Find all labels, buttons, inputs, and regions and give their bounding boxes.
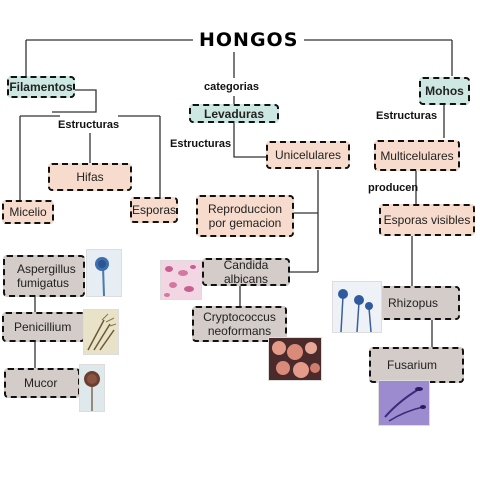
candida-node: Candida albicans bbox=[202, 258, 290, 286]
estructuras-filamentos-label: Estructuras bbox=[58, 119, 120, 131]
penicillium-node: Penicillium bbox=[2, 312, 85, 342]
cryptococcus-photo bbox=[268, 337, 322, 381]
multicelulares-node: Multicelulares bbox=[374, 140, 460, 171]
estructuras-levaduras-label: Estructuras bbox=[170, 138, 232, 150]
unicelulares-node: Unicelulares bbox=[266, 141, 350, 169]
mucor-node: Mucor bbox=[4, 368, 80, 398]
levaduras-node: Levaduras bbox=[189, 104, 279, 123]
rhizopus-node: Rhizopus bbox=[380, 286, 460, 320]
candida-photo bbox=[160, 260, 202, 300]
cryptococcus-node: Cryptococcus neoformans bbox=[192, 306, 287, 342]
aspergillus-node: Aspergillus fumigatus bbox=[3, 255, 85, 297]
esporas-visibles-node: Esporas visibles bbox=[379, 204, 475, 236]
aspergillus-photo bbox=[86, 249, 122, 297]
esporas-node: Esporas bbox=[130, 197, 178, 223]
fusarium-node: Fusarium bbox=[369, 347, 464, 383]
reproduccion-node: Reproduccion por gemacion bbox=[196, 195, 294, 237]
mucor-photo bbox=[79, 364, 105, 412]
mohos-node: Mohos bbox=[419, 77, 470, 105]
estructuras-mohos-label: Estructuras bbox=[376, 110, 438, 122]
producen-label: producen bbox=[368, 182, 419, 194]
rhizopus-photo bbox=[332, 281, 382, 333]
hifas-node: Hifas bbox=[48, 163, 132, 191]
categorias-label: categorias bbox=[204, 81, 260, 93]
penicillium-photo bbox=[83, 309, 119, 355]
filamentos-node: Filamentos bbox=[7, 76, 75, 98]
page-title: HONGOS bbox=[193, 29, 305, 51]
micelio-node: Micelio bbox=[2, 200, 54, 224]
fusarium-photo bbox=[378, 380, 430, 426]
